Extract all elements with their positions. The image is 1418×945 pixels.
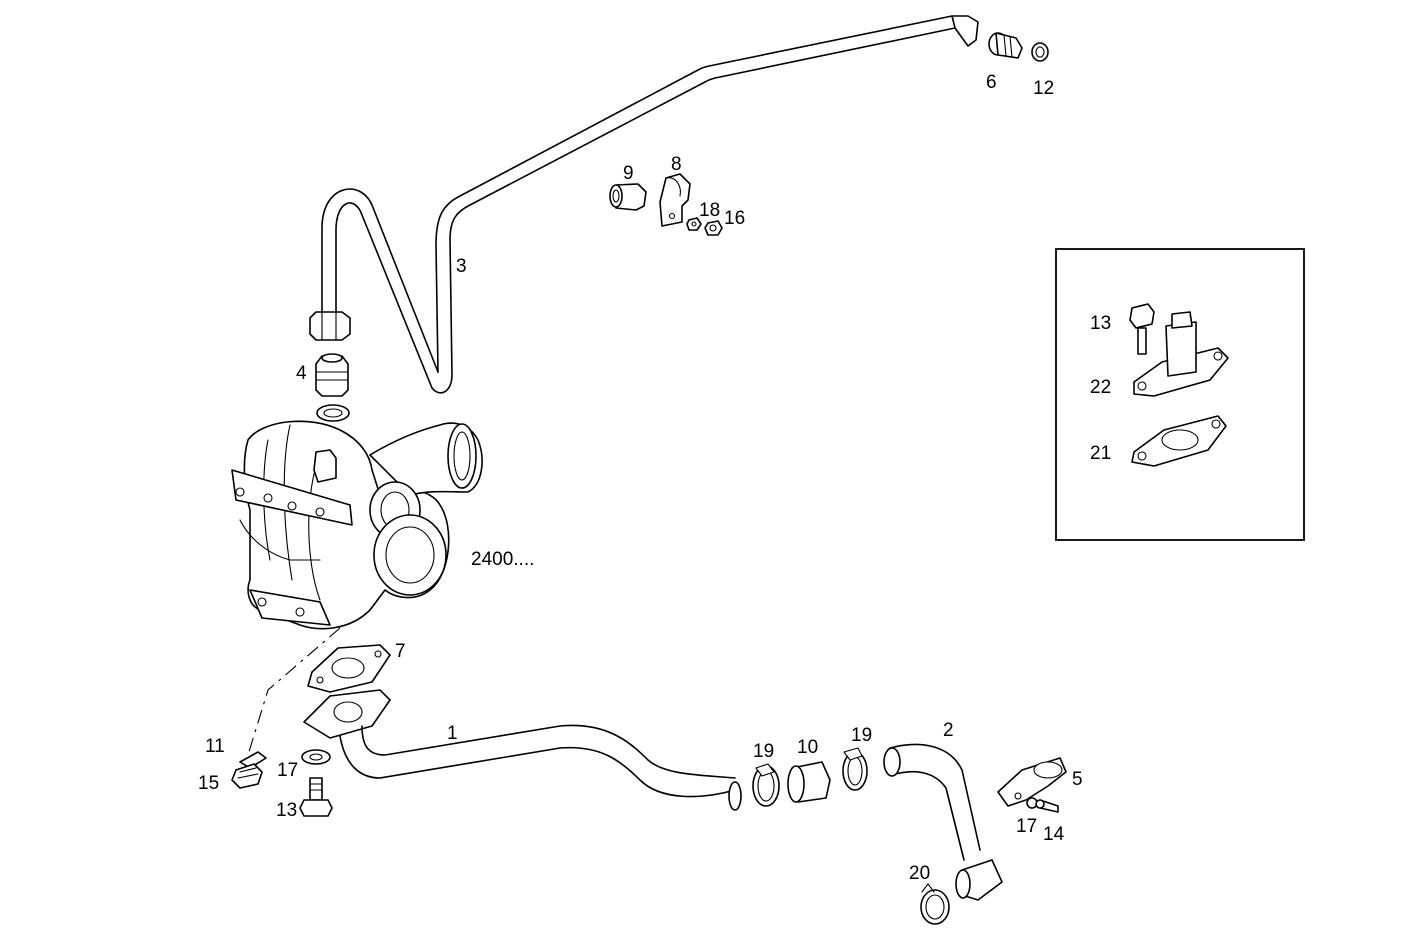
label-14: 14	[1043, 824, 1065, 845]
label-7: 7	[395, 641, 406, 662]
screw-14	[1035, 799, 1059, 813]
label-16: 16	[724, 208, 745, 229]
bracket-5	[997, 757, 1067, 807]
label-13: 13	[276, 800, 297, 821]
adapter-flange-22	[1133, 311, 1229, 397]
gasket-21	[1131, 415, 1227, 467]
gasket-7	[307, 644, 391, 693]
label-2: 2	[943, 720, 954, 741]
callout-labels: 1 2 3 4 5 6 7 8 9 10 11 12 13 14 15 16 1…	[198, 72, 1111, 884]
label-1: 1	[447, 723, 458, 744]
label-4: 4	[296, 363, 307, 384]
drain-pipe-1	[303, 689, 742, 811]
label-6: 6	[986, 72, 997, 93]
label-9: 9	[623, 163, 634, 184]
label-12: 12	[1033, 78, 1054, 99]
label-17-right: 17	[1016, 816, 1037, 837]
hose-clamp-19-right	[842, 747, 868, 791]
label-17: 17	[277, 760, 298, 781]
fitting-4	[315, 353, 350, 422]
turbocharger	[231, 420, 483, 630]
label-5: 5	[1072, 769, 1083, 790]
leader-line	[247, 627, 341, 756]
label-inset-13: 13	[1090, 313, 1111, 334]
clamp-20	[920, 883, 950, 925]
label-19-right: 19	[851, 725, 872, 746]
hose-10	[787, 761, 831, 803]
nut-16	[704, 220, 723, 236]
nut-18	[686, 217, 702, 231]
screw-15	[231, 763, 263, 789]
hose-clamp-19-left	[752, 763, 780, 807]
union-fitting-6	[988, 32, 1023, 59]
bracket-8	[659, 173, 691, 227]
label-19-left: 19	[753, 741, 774, 762]
oil-feed-pipe-3	[309, 15, 979, 394]
washer-17	[301, 749, 331, 765]
inset-panel	[1055, 248, 1305, 541]
seal-ring-12	[1031, 42, 1049, 62]
label-inset-21: 21	[1090, 443, 1111, 464]
label-10: 10	[797, 737, 818, 758]
label-model-number: 2400....	[471, 549, 534, 570]
pipe-elbow-2	[883, 743, 1003, 901]
sleeve-9	[609, 183, 647, 211]
label-20: 20	[909, 863, 930, 884]
label-8: 8	[671, 154, 682, 175]
bolt-13	[299, 777, 333, 817]
label-3: 3	[456, 256, 467, 277]
label-18: 18	[699, 200, 720, 221]
inset-bolt-13	[1129, 303, 1155, 355]
label-inset-22: 22	[1090, 377, 1111, 398]
label-15: 15	[198, 773, 219, 794]
label-11: 11	[205, 736, 225, 757]
